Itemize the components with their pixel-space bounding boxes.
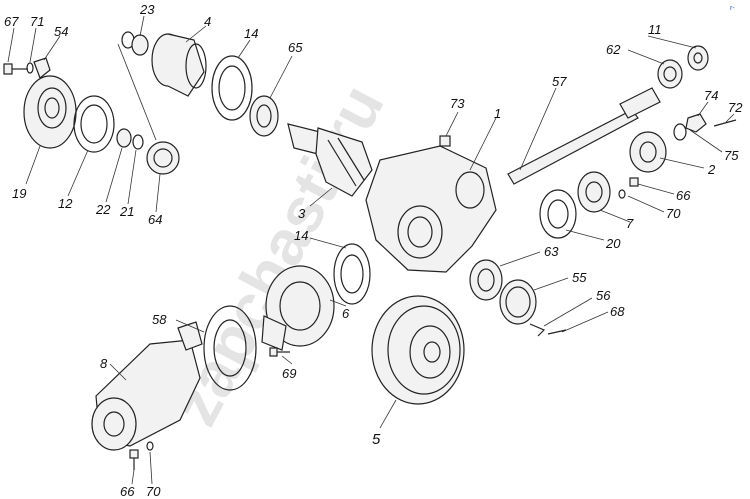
label-71: 71: [30, 14, 44, 29]
label-75: 75: [724, 148, 739, 163]
part-cup-4: [151, 33, 207, 97]
label-23: 23: [139, 2, 155, 17]
label-11: 11: [648, 22, 662, 37]
label-63: 63: [544, 244, 559, 259]
label-22: 22: [95, 202, 111, 217]
label-74: 74: [704, 88, 718, 103]
label-14-top: 14: [244, 26, 258, 41]
label-56: 56: [596, 288, 611, 303]
label-70-right: 70: [666, 206, 681, 221]
part-washer-22: [116, 128, 132, 148]
part-washer-75: [673, 123, 687, 141]
label-19: 19: [12, 186, 26, 201]
label-7: 7: [626, 216, 634, 231]
label-4: 4: [204, 14, 211, 29]
label-70-bottom: 70: [146, 484, 161, 499]
label-5: 5: [372, 431, 381, 448]
part-bolt-66-right: [629, 177, 639, 187]
part-gasket-20: [539, 189, 577, 239]
part-pin-68: [547, 329, 567, 335]
label-21: 21: [119, 204, 134, 219]
part-plug-73: [439, 135, 451, 147]
label-65: 65: [288, 40, 303, 55]
part-labels: 67 71 54 23 4 14 65 11 62 57 73 1 74 72 …: [4, 2, 743, 499]
label-3: 3: [298, 206, 306, 221]
part-bolt-69: [269, 347, 290, 357]
part-gasket-14-top: [211, 55, 253, 121]
part-nut-74: [685, 113, 707, 133]
corner-mark: r-: [730, 5, 735, 12]
part-differential-5: [371, 295, 465, 405]
part-bearing-62: [657, 59, 683, 89]
part-bearing-64: [146, 141, 180, 175]
label-2: 2: [707, 162, 716, 177]
part-washer-70-bottom: [146, 441, 154, 451]
part-gasket-58: [203, 305, 257, 391]
part-flange-2: [629, 131, 667, 173]
part-cage-6: [261, 265, 335, 351]
part-washer-11: [687, 45, 709, 71]
part-washer-71: [26, 62, 34, 74]
label-68: 68: [610, 304, 625, 319]
label-14-bottom: 14: [294, 228, 308, 243]
part-housing-8: [91, 321, 203, 451]
part-ring-23: [121, 31, 149, 56]
part-flange-19: [23, 75, 77, 149]
label-1: 1: [494, 106, 501, 121]
label-72: 72: [728, 100, 743, 115]
part-bearing-63: [469, 259, 503, 301]
part-gasket-14-bottom: [333, 243, 371, 305]
part-housing-1: [365, 145, 497, 273]
label-69: 69: [282, 366, 296, 381]
part-pinion-3: [287, 123, 373, 197]
label-6: 6: [342, 306, 350, 321]
label-73: 73: [450, 96, 465, 111]
part-bolt-67: [3, 63, 28, 75]
part-pin-72: [713, 119, 737, 127]
label-58: 58: [152, 312, 167, 327]
part-ring-21: [132, 134, 144, 150]
part-bolt-66-bottom: [129, 449, 139, 470]
part-gasket-12: [73, 95, 115, 153]
part-plate-54: [33, 57, 51, 79]
part-washer-70-right: [618, 189, 626, 199]
label-54: 54: [54, 24, 68, 39]
label-12: 12: [58, 196, 73, 211]
part-ring-55: [499, 279, 537, 325]
leader-lines: [7, 15, 735, 485]
label-20: 20: [605, 236, 621, 251]
part-shaft-57: [507, 87, 661, 185]
label-66-bottom: 66: [120, 484, 135, 499]
part-lock-56: [529, 323, 546, 337]
label-66-right: 66: [676, 188, 691, 203]
label-67-top: 67: [4, 14, 19, 29]
label-64: 64: [148, 212, 162, 227]
label-55: 55: [572, 270, 587, 285]
part-bearing-65: [249, 95, 279, 137]
label-8: 8: [100, 356, 108, 371]
part-cover-7: [577, 171, 611, 213]
label-57: 57: [552, 74, 567, 89]
label-62: 62: [606, 42, 621, 57]
